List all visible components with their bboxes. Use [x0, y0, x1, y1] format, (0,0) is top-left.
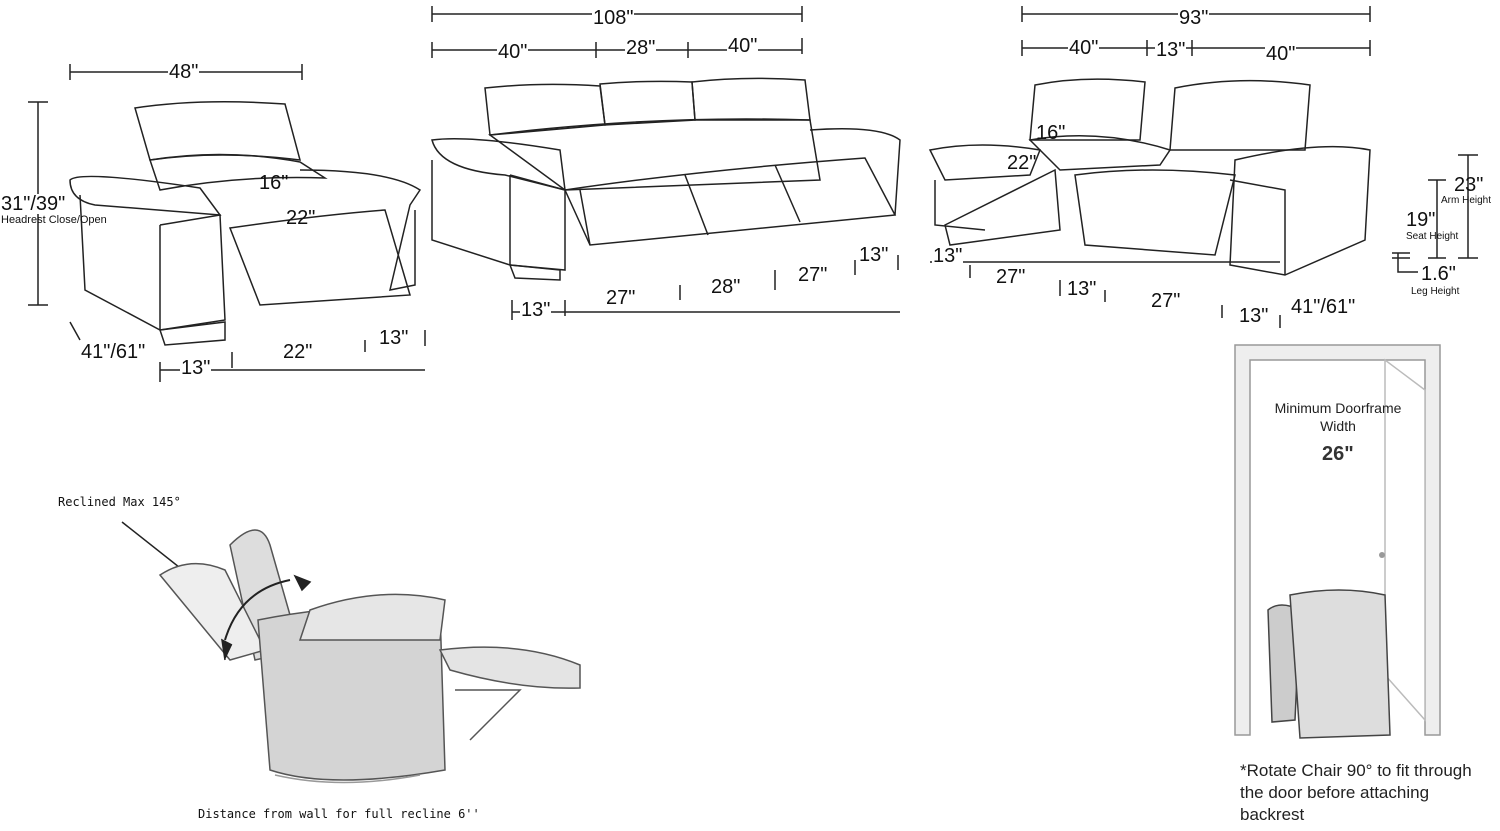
armchair-depth-label: 41"/61" — [80, 341, 147, 363]
sofa-bottom-label: 27" — [605, 287, 637, 309]
loveseat-drawing — [928, 78, 1371, 276]
armchair-width-label: 48" — [168, 61, 200, 83]
sofa-bottom-label: 27" — [797, 264, 829, 286]
arm-height-caption: Arm Height — [1441, 195, 1492, 206]
armchair-drawing — [69, 101, 422, 346]
doorframe-drawing — [1234, 344, 1441, 739]
loveseat-seat-width-label: 22" — [1007, 152, 1037, 174]
loveseat-bottom-label: 13" — [932, 245, 964, 267]
armchair-arm-right-label: 13" — [378, 327, 410, 349]
loveseat-section-label: 40" — [1068, 37, 1100, 59]
loveseat-bottom-label: 13" — [1238, 305, 1270, 327]
loveseat-bottom-label: 27" — [995, 266, 1027, 288]
sofa-drawing — [431, 77, 901, 281]
sofa-section-label: 40" — [727, 35, 759, 57]
loveseat-bottom-label: 13" — [1066, 278, 1098, 300]
loveseat-section-label: 13" — [1155, 39, 1187, 61]
leg-height-caption: Leg Height — [1411, 286, 1460, 297]
wall-distance-label: Distance from wall for full recline 6'' — [198, 807, 480, 821]
loveseat-bottom-label: 27" — [1150, 290, 1182, 312]
height-dimension-lines — [1392, 154, 1478, 273]
sofa-width-label: 108" — [592, 7, 635, 29]
armchair-seat-depth-label: 16" — [259, 172, 289, 194]
arm-height-value: 23" — [1454, 174, 1484, 196]
sofa-bottom-label: 28" — [710, 276, 742, 298]
sofa-section-label: 28" — [625, 37, 657, 59]
armchair-arm-left-label: 13" — [180, 357, 212, 379]
seat-height-caption: Seat Height — [1406, 231, 1459, 242]
armchair-dimension-lines — [28, 64, 426, 382]
doorframe-title: Minimum Doorframe Width — [1274, 400, 1402, 434]
rotate-chair-note: *Rotate Chair 90° to fit through the doo… — [1240, 761, 1472, 824]
seat-height-value: 19" — [1405, 209, 1437, 231]
sofa-section-label: 40" — [497, 41, 529, 63]
armchair-height-caption: Headrest Close/Open — [1, 214, 107, 226]
recline-max-label: Reclined Max 145° — [58, 495, 181, 509]
sofa-bottom-label: 13" — [520, 299, 552, 321]
doorframe-width-value: 26" — [1322, 443, 1354, 465]
loveseat-depth-label: 41"/61" — [1290, 296, 1357, 318]
loveseat-section-label: 40" — [1265, 43, 1297, 65]
armchair-height-label: 31"/39" — [0, 193, 67, 215]
loveseat-seat-depth-label: 16" — [1036, 122, 1066, 144]
sofa-bottom-label: 13" — [858, 244, 890, 266]
leg-height-value: 1.6" — [1421, 263, 1456, 285]
loveseat-width-label: 93" — [1178, 7, 1210, 29]
armchair-bottom-seat-label: 22" — [282, 341, 314, 363]
armchair-seat-width-label: 22" — [286, 207, 316, 229]
recliner-side-drawing — [121, 521, 581, 784]
